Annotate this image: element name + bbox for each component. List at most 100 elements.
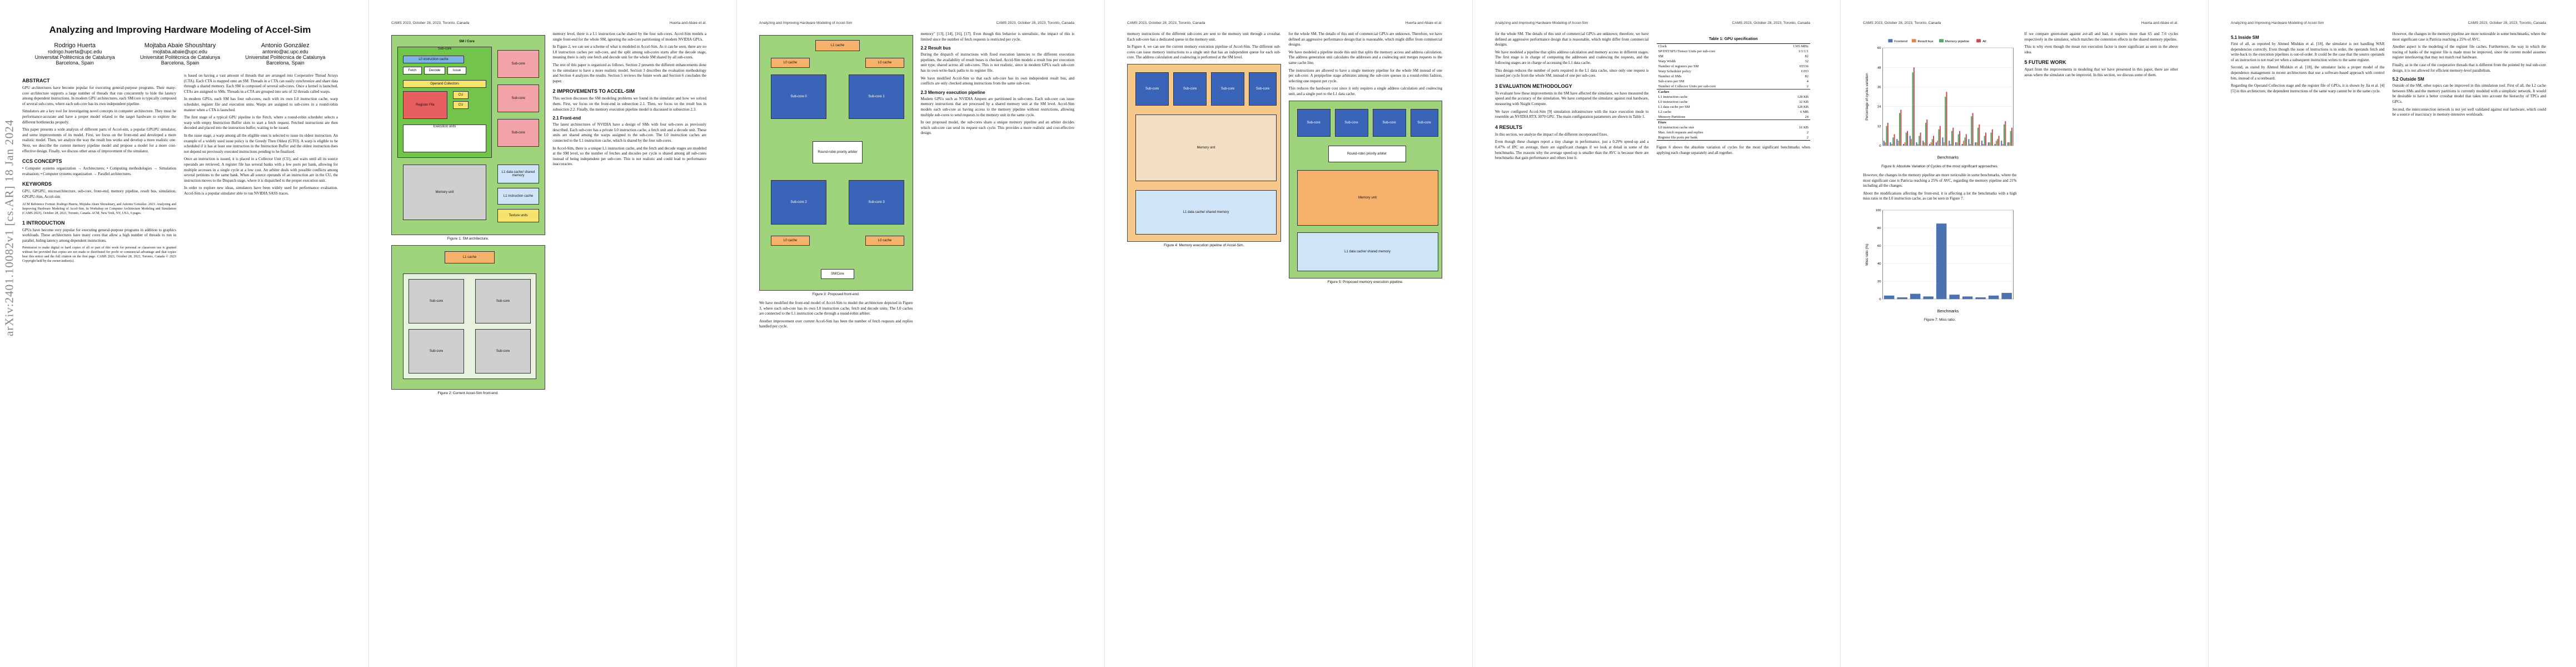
bar [1931,139,1933,146]
body-text: In our proposed model, the sub-cores sha… [920,120,1075,136]
figure-caption: Figure 1: SM architecture. [447,237,489,241]
bar [1911,139,1912,146]
bar [2009,142,2010,146]
figure-4: Sub-core Sub-core Sub-core Sub-core Memo… [1127,63,1281,247]
bar [1917,144,1919,146]
figure-5: Sub-core Sub-core Sub-core Sub-core Roun… [1288,100,1442,284]
body-text: Apart from the improvements in modeling … [2024,67,2179,77]
l1-icache-box: L1 instruction cache [497,188,539,205]
table-cell-key: L0 instruction cache size [1658,126,1695,130]
table-cell-key: L2 cache [1658,110,1672,114]
bar [1939,126,1941,146]
legend-swatch [1888,39,1893,43]
bar [1991,129,1993,146]
plot-area [1882,47,2014,146]
register-file-box: Register File [403,91,447,119]
bar [1971,116,1972,146]
bar [1926,120,1928,146]
bar [1933,136,1935,146]
y-tick-label: 100 [1876,209,1882,212]
subcore-warps-2: Sub-core 1 [849,74,904,119]
table-cell-value [1773,120,1810,125]
table-cell-key: SM [1658,54,1663,58]
body-text: Second, the interconnection network is n… [2392,107,2547,117]
plot-area [1882,210,2014,300]
bar [2001,141,2002,146]
bar [1892,137,1894,146]
y-tick-label: 48 [1877,66,1881,69]
bar [1959,131,1961,146]
bar [1987,142,1989,146]
body-text: In this section, we analyze the impact o… [1495,132,1608,137]
table-cell-key: Register file ports per bank [1656,135,1774,141]
table-cell-key: Number of SMs [1658,74,1682,78]
subcore-warps-3: Sub-core 2 [771,180,826,225]
body-text: We have modeled a pipeline that splits a… [1495,49,1649,65]
body-text: The rest of this paper is organized as f… [552,62,707,83]
body-text: Once an instruction is issued, it is pla… [184,157,338,183]
body-text: In Accel-Sim, there is a unique L1 instr… [552,146,707,167]
texture-units-box: Texture units [497,209,539,222]
table-cell-value: 82 [1805,54,1809,58]
body-text: Regarding the Operand Collection stage a… [2231,83,2385,93]
bar [1981,141,1983,146]
frontend-subcore-2: Sub-core [475,279,531,323]
body-text: for the whole SM. The details of this un… [1288,32,1443,47]
paper-title: Analyzing and Improving Hardware Modelin… [49,24,311,35]
bar [1924,142,1925,146]
l1-cache-box: L1 cache [815,40,860,51]
fetch-box: Fetch [403,67,422,74]
bar [1891,144,1892,146]
pmem-arbiter: Round-robin priority arbiter [1328,145,1406,162]
table-cell-key: Fixes [1656,120,1774,125]
body-text: We have configured Accel-Sim [9] simulat… [1495,109,1649,120]
bar [1955,142,1957,146]
bar [1988,295,1999,300]
legend-swatch [1939,39,1944,43]
mem-unit-block: Memory unit [1135,114,1277,181]
body-text: About the modifications affecting the fr… [1863,191,2017,201]
round-robin-arbiter: Round-robin priority arbiter [813,141,863,163]
copyright-notice: Permission to make digital or hard copie… [22,246,176,263]
body-text: memory level, there is a L1 instruction … [552,32,707,42]
body-text: In the issue stage, a warp among all the… [184,133,338,154]
bar [1975,142,1976,146]
bar [1885,142,1886,146]
bar [1984,136,1985,146]
body-text: GPUs have become very popular for execut… [22,227,176,243]
bar [1899,113,1900,146]
section-heading: CCS CONCEPTS [22,158,62,165]
bar [1894,134,1895,146]
table-cell-value: 32 [1805,59,1809,63]
y-tick-label: 24 [1877,106,1881,109]
y-tick-label: 0 [1879,298,1881,301]
mem-subcore-2: Sub-core [1173,72,1207,106]
decode-box: Decode [424,67,445,74]
bar [1938,129,1940,146]
running-head: Analyzing and Improving Hardware Modelin… [2231,21,2546,25]
bar [2011,127,2013,146]
bar [1920,132,1921,146]
l0-cache-4: L0 cache [865,236,904,246]
section-heading: 3 EVALUATION METHODOLOGY [1495,83,1572,89]
running-head: Analyzing and Improving Hardware Modelin… [1495,21,1810,25]
author-1: Rodrigo Huerta rodrigo.huerta@upc.edu Un… [34,42,115,66]
y-tick-label: 60 [1877,47,1881,50]
subsection-heading: 5.2 Outside SM [2392,77,2424,82]
y-tick-label: 36 [1877,86,1881,89]
body-text: In Figure 2, we can see a scheme of what… [552,44,707,60]
table-cell-value: 2 [1806,131,1808,135]
bar [1949,295,1960,300]
bar [2010,131,2011,146]
bar [1923,296,1934,300]
proposed-frontend-diagram: L1 cache L0 cache L0 cache Sub-core 0 Su… [759,35,913,291]
table-row: Fixes [1656,120,1810,125]
page-6: CAMS 2023, October 28, 2023, Toronto, Ca… [1840,0,2200,667]
